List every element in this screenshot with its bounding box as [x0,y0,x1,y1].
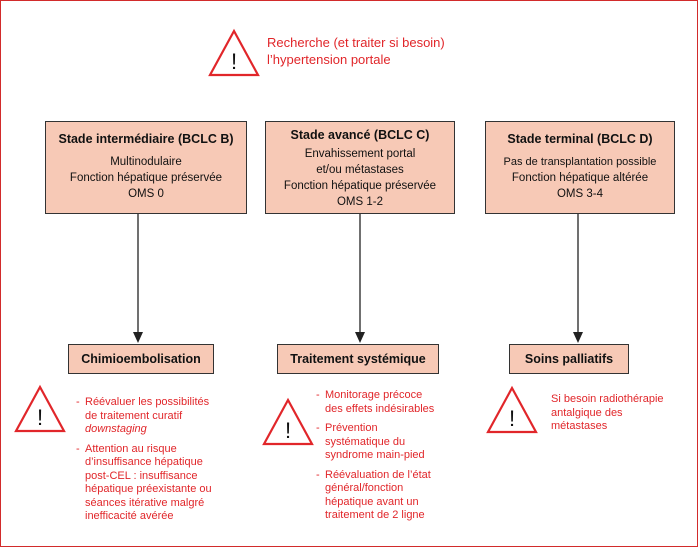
treatment-systemic-box: Traitement systémique [277,344,439,374]
note-item: Si besoin radiothérapie antalgique des m… [551,393,691,434]
stage-line: OMS 1-2 [336,196,383,208]
note-line: traitement de 2 ligne [325,509,425,521]
note-item: Attention au risque d’insuffisance hépat… [76,443,251,524]
note-line: hépatique préexistante ou [85,483,212,495]
stage-line: et/ou métastases [316,164,404,176]
stage-line: Multinodulaire [110,156,182,168]
note-line: syndrome main-pied [325,449,425,461]
arrow-down [355,214,365,343]
palliative-notes: Si besoin radiothérapie antalgique des m… [551,393,691,440]
stage-line: Fonction hépatique préservée [69,172,223,184]
note-line-italic: downstaging [85,423,147,435]
note-line: Si besoin radiothérapie [551,393,664,405]
arrow-down [573,214,583,343]
note-line: Attention au risque [85,442,177,455]
note-line: Réévaluer les possibilités [85,396,210,408]
note-line: général/fonction [325,482,404,494]
note-item: Réévaluer les possibilités de traitement… [76,396,251,437]
svg-text:!: ! [285,418,291,443]
warning-triangle-icon: ! [486,385,538,434]
note-line: inefficacité avérée [85,510,174,522]
stage-line: Pas de transplantation possible [503,156,657,168]
note-line: séances itérative malgré [85,496,205,509]
treatment-palliative-box: Soins palliatifs [509,344,629,374]
warning-triangle-icon: ! [262,397,314,446]
arrow-down [133,214,143,343]
note-item: Réévaluation de l’état général/fonction … [316,469,476,523]
stage-title: Stade intermédiaire (BCLC B) [58,132,234,146]
note-line: des effets indésirables [325,402,435,415]
systemic-notes: Monitorage précoce des effets indésirabl… [316,389,476,529]
note-line: antalgique des [551,406,623,419]
note-line: d’insuffisance hépatique [85,456,203,468]
warning-triangle-icon: ! [14,384,66,433]
stage-line: OMS 3-4 [556,188,603,200]
stage-title: Stade avancé (BCLC C) [290,128,430,142]
stage-line: Fonction hépatique altérée [511,172,649,184]
note-line: de traitement curatif [85,409,183,422]
note-line: hépatique avant un [325,495,419,508]
stage-title: Stade terminal (BCLC D) [507,132,653,146]
svg-text:!: ! [509,406,515,431]
warning-triangle-icon: ! [208,28,260,77]
note-line: Prévention [325,422,378,434]
stage-terminal-box: Stade terminal (BCLC D) Pas de transplan… [485,121,675,214]
svg-text:!: ! [37,405,43,430]
top-warning-text: Recherche (et traiter si besoin) l’hyper… [267,34,445,68]
note-line: Réévaluation de l’état [325,468,431,481]
note-item: Monitorage précoce des effets indésirabl… [316,389,476,416]
stage-line: Envahissement portal [304,148,416,160]
svg-text:!: ! [231,49,237,74]
stage-line: OMS 0 [128,188,164,200]
note-line: métastases [551,420,608,432]
note-line: Monitorage précoce [325,389,423,401]
stage-advanced-box: Stade avancé (BCLC C) Envahissement port… [265,121,455,214]
top-warning-line2: l’hypertension portale [267,52,391,67]
note-line: post-CEL : insuffisance [85,469,198,482]
note-line: systématique du [325,435,406,448]
stage-intermediate-box: Stade intermédiaire (BCLC B) Multinodula… [45,121,247,214]
chemo-notes: Réévaluer les possibilités de traitement… [76,396,251,530]
top-warning-line1: Recherche (et traiter si besoin) [267,35,445,50]
stage-line: Fonction hépatique préservée [283,180,437,192]
note-item: Prévention systématique du syndrome main… [316,422,476,463]
treatment-chemo-box: Chimioembolisation [68,344,214,374]
